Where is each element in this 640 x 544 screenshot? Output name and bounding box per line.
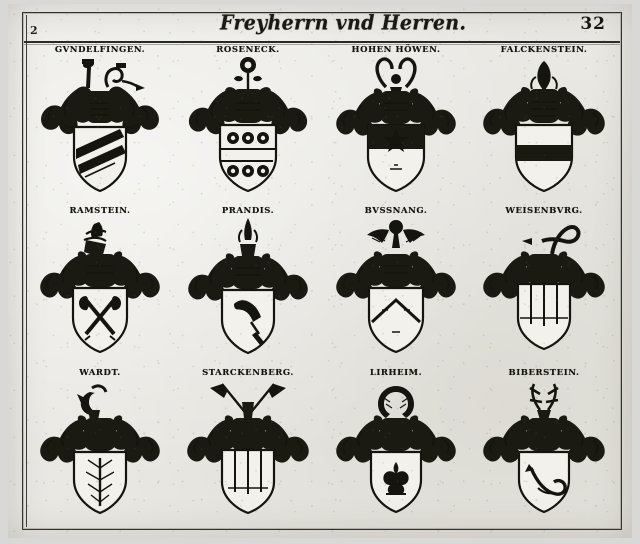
fess-between-six-roses-shield <box>218 123 278 193</box>
arms-engraving <box>470 376 618 528</box>
page-border-inner-rule <box>26 15 618 527</box>
chevron-shield <box>367 287 425 354</box>
tree-shield <box>72 450 128 514</box>
arms-engraving <box>322 376 470 528</box>
arms-cell: PRANDIS. <box>174 205 322 366</box>
signature-mark: 2 <box>30 24 38 37</box>
two-flags-crest <box>210 382 286 418</box>
arms-label: FALCKENSTEIN. <box>500 45 588 55</box>
arms-engraving <box>26 376 174 528</box>
hand-holding-object-shield <box>220 289 276 355</box>
arms-engraving <box>174 53 322 205</box>
helmet-and-mantling <box>336 414 456 463</box>
arms-cell: GVNDELFINGEN. <box>26 44 174 205</box>
eagle-crest <box>367 220 425 249</box>
helmet-and-mantling <box>188 87 308 135</box>
arms-cell: HOHEN HÖWEN. <box>322 44 470 205</box>
two-banner-poles-crest <box>82 59 145 91</box>
arms-cell: BIBERSTEIN. <box>470 367 618 528</box>
arms-label: BVSSNANG. <box>364 206 428 217</box>
arms-label: BIBERSTEIN. <box>508 367 580 378</box>
arms-cell: BVSSNANG. <box>322 205 470 366</box>
plume-crest <box>530 61 558 91</box>
rose-on-stem-crest <box>234 57 262 89</box>
paly-shield <box>516 283 572 351</box>
feather-plume-crest <box>237 218 259 257</box>
arms-cell: STARCKENBERG. <box>174 367 322 528</box>
paper-sheet: Freyherrn vnd Herren. 32 2 GVNDELFINGEN. <box>8 4 632 538</box>
arms-cell: FALCKENSTEIN. <box>470 44 618 205</box>
helmet-and-mantling <box>483 86 605 136</box>
arms-cell: LIRHEIM. <box>322 367 470 528</box>
arms-label: WEISENBVRG. <box>505 206 583 217</box>
feathered-hat-crest <box>83 222 107 259</box>
antlers-crest <box>529 383 559 420</box>
arms-label: PRANDIS. <box>221 206 275 217</box>
arms-label: LIRHEIM. <box>369 367 423 378</box>
arms-engraving <box>470 214 618 366</box>
swan-neck-crest <box>522 225 581 255</box>
arms-label: GVNDELFINGEN. <box>54 45 146 55</box>
folio-number: 32 <box>580 14 606 34</box>
helmet-and-mantling <box>187 414 309 463</box>
crossed-keys-shield <box>71 287 129 354</box>
fess-shield <box>514 123 574 193</box>
arms-engraving <box>174 214 322 366</box>
arms-engraving <box>174 376 322 528</box>
header-rule <box>24 41 620 45</box>
helmet-and-mantling <box>188 253 308 301</box>
hound-head-crest <box>77 384 108 420</box>
arms-engraving <box>26 214 174 366</box>
fleur-de-lis-shield <box>369 450 423 513</box>
arms-label: ROSENECK. <box>216 45 280 55</box>
helmet-and-mantling <box>41 86 159 135</box>
arms-label: RAMSTEIN. <box>69 206 131 217</box>
helmet-and-mantling <box>336 88 456 136</box>
arms-label: WARDT. <box>79 367 121 378</box>
arms-engraving <box>322 53 470 205</box>
arms-label: HOHEN HÖWEN. <box>351 45 441 55</box>
arms-cell: WARDT. <box>26 367 174 528</box>
star-on-chief-shield <box>366 123 426 193</box>
arms-engraving <box>322 214 470 366</box>
arms-cell: RAMSTEIN. <box>26 205 174 366</box>
hunting-horn-shield <box>517 450 571 513</box>
arms-cell: WEISENBVRG. <box>470 205 618 366</box>
paly-shield <box>220 448 276 514</box>
helmet-and-mantling <box>483 251 605 299</box>
arms-engraving <box>26 53 174 205</box>
page-border-frame <box>22 12 622 530</box>
wings-crest <box>378 385 414 418</box>
arms-engraving <box>470 53 618 205</box>
helmet-and-mantling <box>336 251 456 299</box>
page-header: Freyherrn vnd Herren. 32 <box>24 11 620 45</box>
page-title: Freyherrn vnd Herren. <box>220 11 467 35</box>
helmet-and-mantling <box>40 414 160 463</box>
bendy-jagged-shield <box>72 125 128 193</box>
arms-label: STARCKENBERG. <box>202 367 294 378</box>
coat-of-arms-grid: GVNDELFINGEN. <box>26 44 618 528</box>
helmet-and-mantling <box>483 414 605 463</box>
arms-cell: ROSENECK. <box>174 44 322 205</box>
helmet-and-mantling <box>40 251 160 299</box>
